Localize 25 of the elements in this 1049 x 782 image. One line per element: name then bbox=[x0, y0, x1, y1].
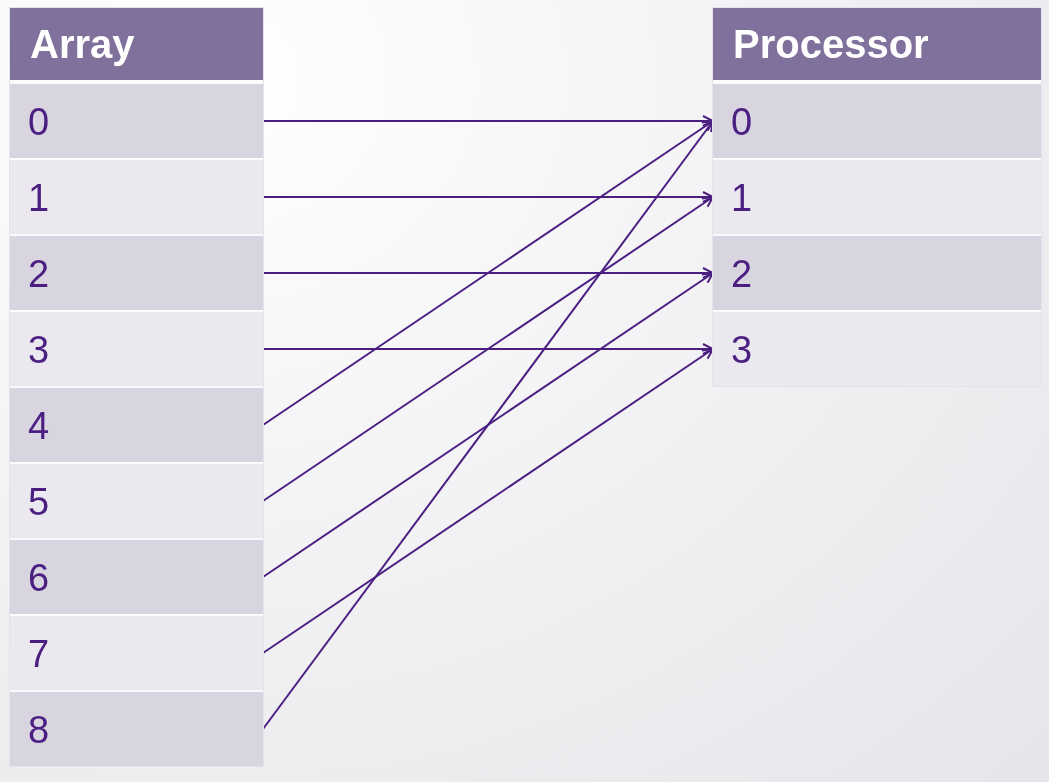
table-cell: 3 bbox=[10, 312, 263, 386]
table bbox=[713, 8, 1041, 386]
table-cell: 1 bbox=[713, 160, 1041, 234]
table-cell: 2 bbox=[10, 236, 263, 310]
table-cell: 7 bbox=[10, 616, 263, 690]
arrow bbox=[262, 196, 714, 502]
table-cell: 5 bbox=[10, 464, 263, 538]
table-cell: 4 bbox=[10, 388, 263, 462]
table-cell: 8 bbox=[10, 692, 263, 766]
arrow bbox=[262, 272, 714, 578]
arrow bbox=[262, 267, 714, 279]
table-cell: 0 bbox=[713, 84, 1041, 158]
table-cell: 2 bbox=[713, 236, 1041, 310]
table-header: Processor bbox=[713, 8, 1041, 80]
table-cell: 0 bbox=[10, 84, 263, 158]
arrow bbox=[262, 120, 714, 426]
table-cell: 3 bbox=[713, 312, 1041, 386]
table-cell: 6 bbox=[10, 540, 263, 614]
arrow bbox=[262, 191, 714, 203]
arrow bbox=[262, 343, 714, 355]
table-header: Array bbox=[10, 8, 263, 80]
arrow bbox=[262, 120, 714, 730]
table bbox=[10, 8, 263, 766]
arrow bbox=[262, 348, 714, 654]
table-cell: 1 bbox=[10, 160, 263, 234]
